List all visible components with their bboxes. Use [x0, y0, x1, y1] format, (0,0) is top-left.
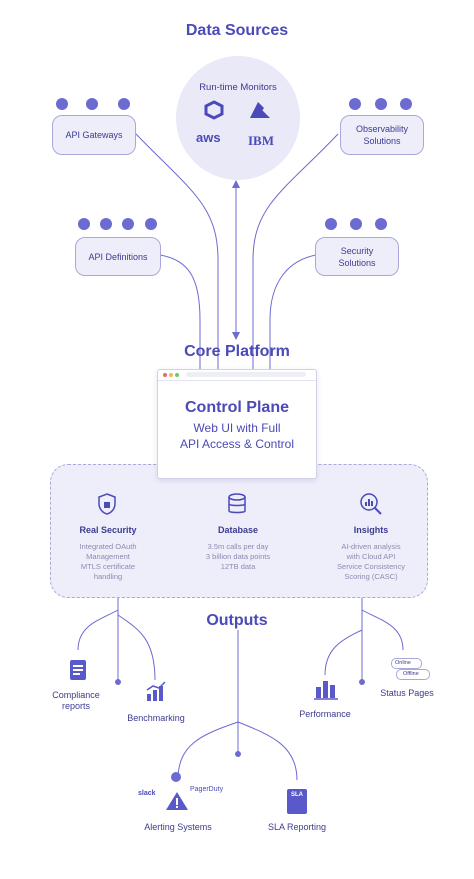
globe: [176, 56, 300, 180]
feature-desc-security: Integrated OAuth Management MTLS certifi…: [58, 542, 158, 582]
online-toggle: Online: [391, 658, 422, 669]
feature-desc-database: 3.5m calls per day 3 billion data points…: [178, 542, 298, 572]
observability-icon-1: [349, 98, 361, 110]
feature-desc-line: Integrated OAuth: [79, 542, 137, 551]
minimize-dot-icon: [169, 373, 173, 377]
observability-icon-3: [400, 98, 412, 110]
benchmarking-label: Benchmarking: [127, 713, 185, 723]
ibm-logo: IBM: [248, 133, 274, 148]
slack-logo: slack: [138, 790, 156, 797]
globe-label: Run-time Monitors: [199, 82, 277, 93]
security-icon-2: [350, 218, 362, 230]
feature-desc-line: Scoring (CASC): [344, 572, 398, 581]
offline-label: Offline: [403, 671, 419, 677]
feature-desc-line: AI-driven analysis: [341, 542, 401, 551]
security-icon-1: [325, 218, 337, 230]
control-plane-line2: API Access & Control: [179, 437, 295, 451]
definition-icon: [122, 218, 134, 230]
online-label: Online: [395, 660, 411, 666]
address-bar: [186, 372, 306, 377]
shield-icon: [98, 493, 116, 515]
hex-gateway-icon: [118, 98, 130, 110]
report-icon: [70, 660, 86, 680]
compliance-label: Compliance reports: [52, 690, 100, 711]
feature-desc-line: with Cloud API: [346, 552, 396, 561]
azure-icon: [250, 102, 270, 118]
api-definitions-label: API Definitions: [88, 251, 148, 262]
database-icon: [228, 493, 246, 514]
feature-desc-line: 3 billion data points: [205, 552, 271, 561]
outputs-heading: Outputs: [206, 612, 268, 629]
close-dot-icon: [163, 373, 167, 377]
feature-desc-line: Service Consistency: [337, 562, 405, 571]
feature-desc-line: Management: [86, 552, 130, 561]
alerting-label: Alerting Systems: [144, 822, 212, 832]
observability-label: Observability Solutions: [355, 124, 409, 146]
security-icon-3: [375, 218, 387, 230]
gateway-icon: [86, 98, 98, 110]
alert-icon: [166, 792, 188, 810]
teams-icon: [171, 772, 181, 782]
snowflake-icon: [56, 98, 68, 110]
feature-desc-line: handling: [93, 572, 123, 581]
insights-icon: [360, 493, 382, 515]
postman-icon: [145, 218, 157, 230]
feature-desc-line: MTLS certificate: [80, 562, 136, 571]
api-gateways-label: API Gateways: [65, 130, 123, 140]
observability-box: Observability Solutions: [340, 115, 424, 155]
observability-icon-2: [375, 98, 387, 110]
maximize-dot-icon: [175, 373, 179, 377]
sla-icon: SLA: [287, 789, 307, 814]
control-plane-line1: Web UI with Full: [193, 421, 281, 435]
feature-title-security: Real Security: [79, 525, 137, 535]
aws-logo: aws: [196, 130, 221, 145]
sla-label: SLA Reporting: [267, 822, 327, 832]
feature-desc-line: 3.5m calls per day: [207, 542, 269, 551]
performance-label: Performance: [299, 709, 351, 719]
control-plane-title: Control Plane: [184, 399, 289, 416]
control-plane-window: Control Plane Web UI with Full API Acces…: [157, 369, 317, 479]
feature-title-database: Database: [217, 525, 259, 535]
api-definitions-box: API Definitions: [75, 237, 161, 276]
pagerduty-logo: PagerDuty: [190, 786, 224, 793]
api-gateways-box: API Gateways: [52, 115, 136, 155]
data-sources-heading: Data Sources: [185, 22, 289, 39]
openapi-icon: [78, 218, 90, 230]
core-platform-heading: Core Platform: [184, 343, 290, 360]
performance-icon: [314, 681, 338, 700]
feature-desc-line: 12TB data: [220, 562, 256, 571]
window-titlebar: [158, 370, 316, 381]
feature-title-insights: Insights: [353, 525, 389, 535]
offline-toggle: Offline: [396, 669, 430, 680]
status-pages-label: Status Pages: [380, 688, 434, 698]
feature-desc-insights: AI-driven analysis with Cloud API Servic…: [316, 542, 426, 582]
security-box: Security Solutions: [315, 237, 399, 276]
security-label: Security Solutions: [338, 245, 376, 268]
benchmark-icon: [146, 681, 166, 701]
github-icon: [100, 218, 112, 230]
hexagon-icon: [204, 100, 224, 120]
